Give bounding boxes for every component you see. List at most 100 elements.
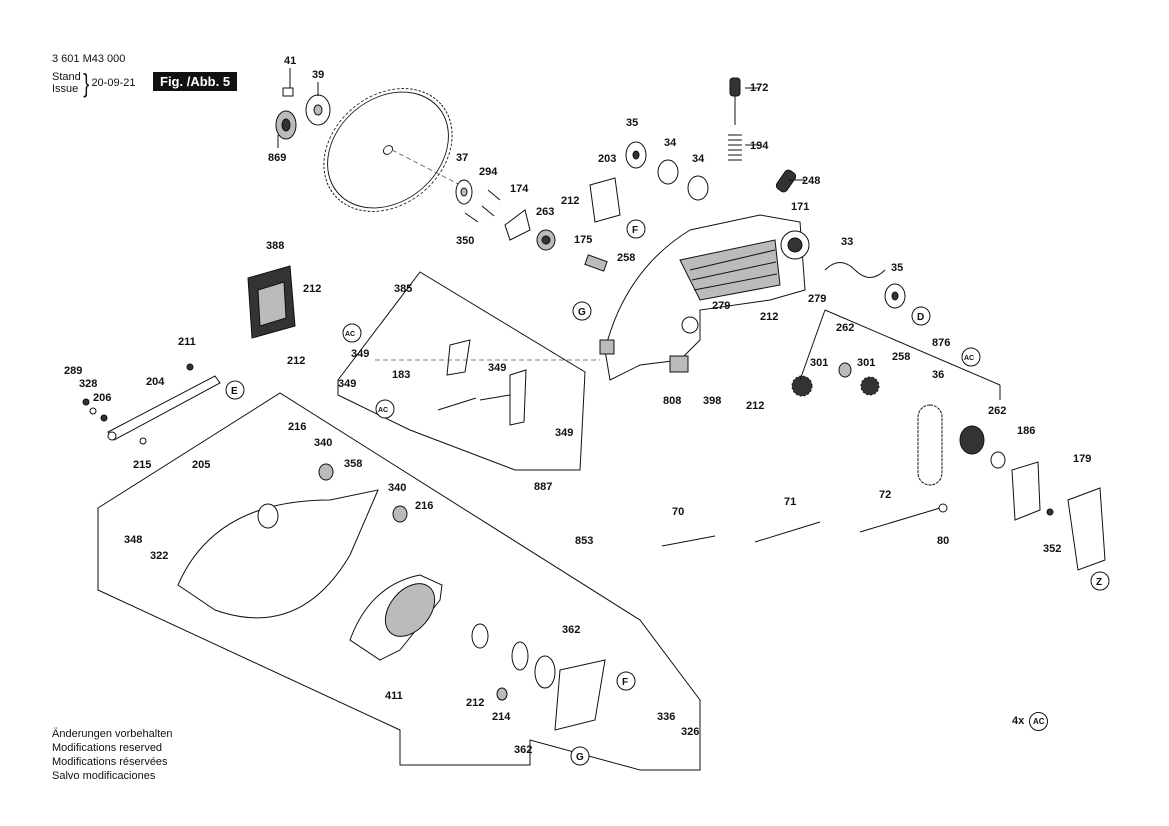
- part-number: 289: [64, 365, 82, 377]
- ref-letter-e: E: [231, 386, 238, 397]
- part-number: 212: [746, 400, 764, 412]
- part-number: 212: [466, 697, 484, 709]
- part-number: 348: [124, 534, 142, 546]
- ref-letter-z: Z: [1096, 577, 1102, 588]
- part-number: 172: [750, 82, 768, 94]
- part-number: 349: [555, 427, 573, 439]
- part-number: 301: [810, 357, 828, 369]
- part-number: 212: [287, 355, 305, 367]
- footer-count: 4x: [1012, 715, 1025, 727]
- part-number: 301: [857, 357, 875, 369]
- part-number: 411: [385, 690, 403, 702]
- part-number: 34: [692, 153, 705, 165]
- belt-drive-drawing: [791, 362, 1106, 571]
- ref-letter-d: D: [917, 312, 924, 323]
- ref-letter-f: F: [622, 677, 628, 688]
- part-number: 388: [266, 240, 284, 252]
- part-number: 262: [988, 405, 1006, 417]
- part-number: 398: [703, 395, 721, 407]
- reference-letters: F G E D F G Z AC AC AC: [225, 219, 1110, 766]
- part-number: 174: [510, 183, 529, 195]
- part-number: 340: [388, 482, 406, 494]
- part-number: 72: [879, 489, 891, 501]
- notice-line: Salvo modificaciones: [52, 770, 156, 782]
- part-number: 362: [562, 624, 580, 636]
- part-number: 358: [344, 458, 362, 470]
- part-number: 33: [841, 236, 853, 248]
- part-number: 385: [394, 283, 412, 295]
- ref-ac: AC: [378, 407, 388, 414]
- part-number: 194: [750, 140, 769, 152]
- part-number: 41: [284, 55, 296, 67]
- figure-badge: Fig. /Abb. 5: [153, 72, 238, 91]
- part-number: 326: [681, 726, 699, 738]
- part-number: 279: [712, 300, 730, 312]
- part-number: 204: [146, 376, 165, 388]
- part-number: 362: [514, 744, 532, 756]
- handle-drawing: [247, 265, 296, 339]
- part-number: 279: [808, 293, 826, 305]
- part-number: 186: [1017, 425, 1035, 437]
- ref-letter-g: G: [576, 752, 584, 763]
- part-number: 71: [784, 496, 796, 508]
- footer-note: 4x AC: [1012, 712, 1049, 731]
- part-number: 212: [561, 195, 579, 207]
- part-number: 352: [1043, 543, 1061, 555]
- part-number: 294: [479, 166, 498, 178]
- ref-ac: AC: [964, 355, 974, 362]
- notice-line: Änderungen vorbehalten: [52, 728, 173, 740]
- part-number: 70: [672, 506, 684, 518]
- part-number: 216: [415, 500, 433, 512]
- part-number: 175: [574, 234, 592, 246]
- part-number: 35: [891, 262, 903, 274]
- part-number: 203: [598, 153, 616, 165]
- notice-line: Modifications reserved: [52, 742, 163, 754]
- part-number: 350: [456, 235, 474, 247]
- issue-label: Issue: [52, 83, 79, 95]
- ref-ac: AC: [345, 331, 355, 338]
- part-number: 258: [617, 252, 635, 264]
- part-number: 262: [836, 322, 854, 334]
- document-number: 3 601 M43 000: [52, 53, 126, 65]
- brace-icon: }: [83, 68, 90, 98]
- issue-date: 20-09-21: [91, 76, 136, 89]
- modification-notice: Änderungen vorbehalten Modifications res…: [52, 727, 172, 783]
- part-number: 171: [791, 201, 809, 213]
- part-number: 37: [456, 152, 468, 164]
- part-number: 216: [288, 421, 306, 433]
- part-number: 349: [351, 348, 369, 360]
- notice-line: Modifications réservées: [52, 756, 168, 768]
- leader-lines: [277, 68, 1001, 400]
- part-number: 322: [150, 550, 168, 562]
- part-number: 263: [536, 206, 554, 218]
- flange-parts-drawing: [275, 87, 608, 272]
- part-number: 340: [314, 437, 332, 449]
- footer-ref-ac: AC: [1029, 712, 1049, 731]
- part-number: 212: [760, 311, 778, 323]
- part-number: 183: [392, 369, 410, 381]
- part-number: 34: [664, 137, 677, 149]
- part-number: 205: [192, 459, 210, 471]
- part-number: 328: [79, 378, 97, 390]
- part-number: 179: [1073, 453, 1091, 465]
- part-number: 80: [937, 535, 949, 547]
- part-number: 808: [663, 395, 681, 407]
- part-number: 212: [303, 283, 321, 295]
- part-number: 39: [312, 69, 324, 81]
- part-number: 876: [932, 337, 950, 349]
- ref-letter-f: F: [632, 225, 638, 236]
- part-number: 215: [133, 459, 151, 471]
- part-number: 869: [268, 152, 286, 164]
- part-number: 36: [932, 369, 944, 381]
- bearings-drawing: [589, 77, 906, 309]
- motor-housing-drawing: [599, 214, 810, 381]
- saw-blade-drawing: [323, 88, 471, 212]
- part-number: 248: [802, 175, 820, 187]
- part-number: 211: [178, 336, 196, 348]
- lever-drawing: [82, 363, 221, 445]
- stand-label: Stand: [52, 71, 81, 83]
- part-number: 206: [93, 392, 111, 404]
- cables-drawing: [661, 503, 948, 547]
